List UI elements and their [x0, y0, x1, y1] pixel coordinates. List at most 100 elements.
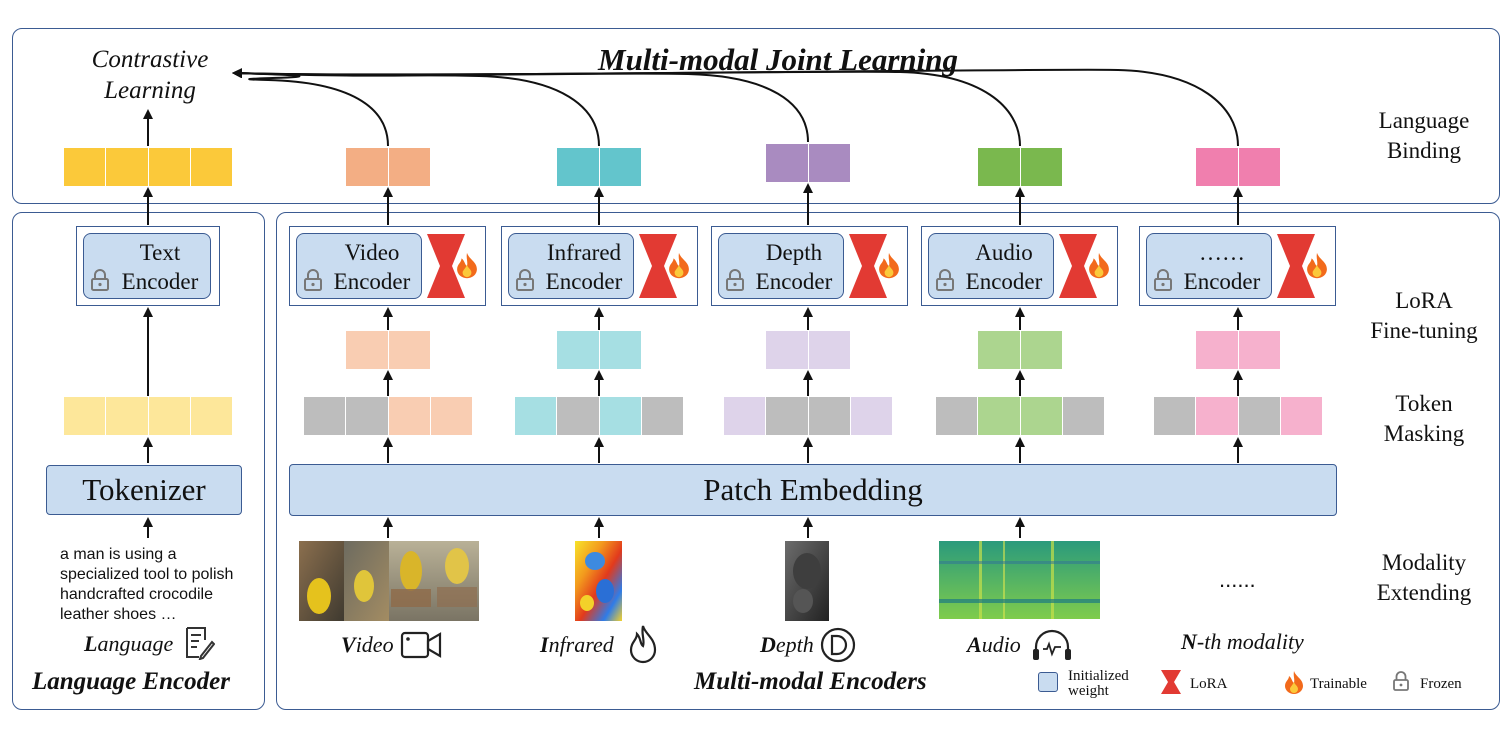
lock-icon [1154, 269, 1172, 291]
lora-adapter-icon [427, 234, 465, 298]
infrared-label: Infrared [540, 632, 614, 657]
token [1196, 397, 1239, 435]
token [808, 331, 850, 369]
infrared-lora-output-tokens [557, 331, 641, 369]
trainable-flame-icon [879, 252, 899, 279]
audio-encoder: Audio Encoder [928, 233, 1054, 299]
token [346, 331, 389, 369]
video-camera-icon [400, 631, 442, 659]
token [599, 148, 641, 186]
token [346, 148, 389, 186]
legend-frozen-label: Frozen [1420, 676, 1462, 692]
nth-modality-placeholder: ...... [1219, 567, 1256, 592]
language-encoder-title: Language Encoder [32, 668, 230, 695]
legend-lora-label: LoRA [1190, 676, 1228, 692]
video-lora-output-tokens [346, 331, 430, 369]
legend-frozen-lock-icon [1393, 671, 1409, 691]
token [1238, 148, 1280, 186]
token [557, 331, 600, 369]
text-encoder: Text Encoder [83, 233, 211, 299]
infrared-embedding-tokens [557, 148, 641, 186]
contrastive-arrow [232, 68, 389, 147]
language-caption: a man is using a specialized tool to pol… [60, 546, 234, 623]
token [1280, 397, 1322, 435]
lora-adapter-icon [1277, 234, 1315, 298]
legend-initialized-swatch [1038, 672, 1058, 692]
token [641, 397, 683, 435]
depth-d-icon [820, 627, 856, 663]
infrared-encoder-block: Infrared Encoder [501, 226, 698, 306]
contrastive-learning-label: Contrastive Learning [91, 46, 209, 104]
infrared-masked-tokens [515, 397, 683, 435]
token [1020, 331, 1062, 369]
depth-embedding-tokens [766, 144, 850, 182]
lora-adapter-icon [1059, 234, 1097, 298]
token [724, 397, 767, 435]
language-embedding-tokens [64, 148, 232, 186]
token [850, 397, 892, 435]
video-frames-image [299, 541, 479, 621]
lora-adapter-icon [849, 234, 887, 298]
language-binding-label: Language Binding [1378, 108, 1470, 163]
token [1020, 148, 1062, 186]
contrastive-arrow [232, 68, 1021, 147]
token [106, 148, 149, 186]
audio-label: Audio [967, 632, 1021, 657]
lora-adapter-icon [639, 234, 677, 298]
video-encoder: Video Encoder [296, 233, 422, 299]
audio-encoder-block: Audio Encoder [921, 226, 1118, 306]
headphones-icon [1033, 629, 1071, 660]
token [106, 397, 149, 435]
token [557, 397, 600, 435]
token [388, 331, 430, 369]
text-encoder-block: Text Encoder [76, 226, 220, 306]
token [1196, 148, 1239, 186]
token [148, 397, 191, 435]
depth-label: Depth [760, 632, 814, 657]
trainable-flame-icon [1089, 252, 1109, 279]
tokenizer-box: Tokenizer [46, 465, 242, 515]
token [190, 148, 232, 186]
token [766, 144, 809, 182]
document-edit-icon [186, 627, 215, 660]
multimodal-encoders-panel [276, 212, 1500, 710]
modality-extending-label: Modality Extending [1376, 550, 1472, 605]
language-label: Language [84, 631, 174, 656]
audio-lora-output-tokens [978, 331, 1062, 369]
token [808, 397, 851, 435]
contrastive-arrow [232, 68, 809, 143]
legend-initialized-label: Initialized weight [1068, 668, 1129, 699]
nth-modality-label: N-th modality [1181, 629, 1304, 654]
token [978, 397, 1021, 435]
token [1238, 331, 1280, 369]
token [346, 397, 389, 435]
depth-image [785, 541, 829, 621]
audio-spectrogram-image [939, 541, 1100, 619]
legend-trainable-label: Trainable [1310, 676, 1367, 692]
nth-lora-output-tokens [1196, 331, 1280, 369]
nth-encoder-block: …… Encoder [1139, 226, 1336, 306]
video-embedding-tokens [346, 148, 430, 186]
depth-encoder: Depth Encoder [718, 233, 844, 299]
token [936, 397, 979, 435]
token [190, 397, 232, 435]
multimodal-encoders-title: Multi-modal Encoders [694, 668, 927, 695]
token [1196, 331, 1239, 369]
depth-lora-output-tokens [766, 331, 850, 369]
language-token-bar [64, 397, 232, 435]
language-encoder-panel [12, 212, 265, 710]
lock-icon [936, 269, 954, 291]
depth-masked-tokens [724, 397, 892, 435]
token-masking-label: Token Masking [1383, 391, 1465, 446]
token [148, 148, 191, 186]
token [1154, 397, 1197, 435]
trainable-flame-icon [457, 252, 477, 279]
video-masked-tokens [304, 397, 472, 435]
lora-finetuning-label: LoRA Fine-tuning [1370, 288, 1478, 343]
token [599, 397, 642, 435]
joint-learning-panel [12, 28, 1500, 204]
token [430, 397, 472, 435]
lock-icon [516, 269, 534, 291]
trainable-flame-icon [669, 252, 689, 279]
